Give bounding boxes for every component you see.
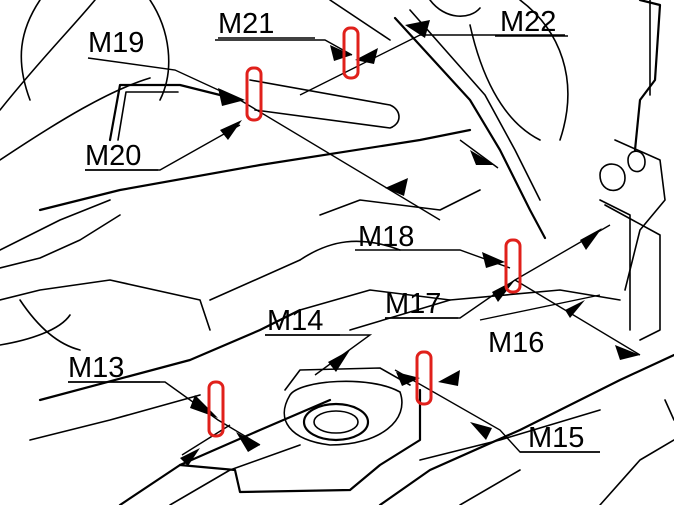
callout-labels: M21 M22 M19 M20 M18 M17 M16 M14 M13 M15 [68, 6, 600, 454]
label-m18: M18 [358, 221, 414, 253]
marker-m13 [207, 380, 225, 438]
label-m22: M22 [500, 6, 556, 38]
label-m21: M21 [218, 8, 274, 40]
label-m15: M15 [528, 422, 584, 454]
marker-m20 [245, 66, 263, 122]
marker-m17 [504, 238, 522, 294]
label-m20: M20 [85, 140, 141, 172]
marker-m15 [415, 350, 433, 406]
label-m16: M16 [488, 327, 544, 359]
label-m14: M14 [267, 305, 323, 337]
label-m19: M19 [88, 27, 144, 59]
dimension-leaders [68, 20, 641, 466]
label-m13: M13 [68, 352, 124, 384]
measurement-markers [207, 26, 522, 438]
marker-m21 [342, 26, 360, 80]
label-m17: M17 [385, 288, 441, 320]
